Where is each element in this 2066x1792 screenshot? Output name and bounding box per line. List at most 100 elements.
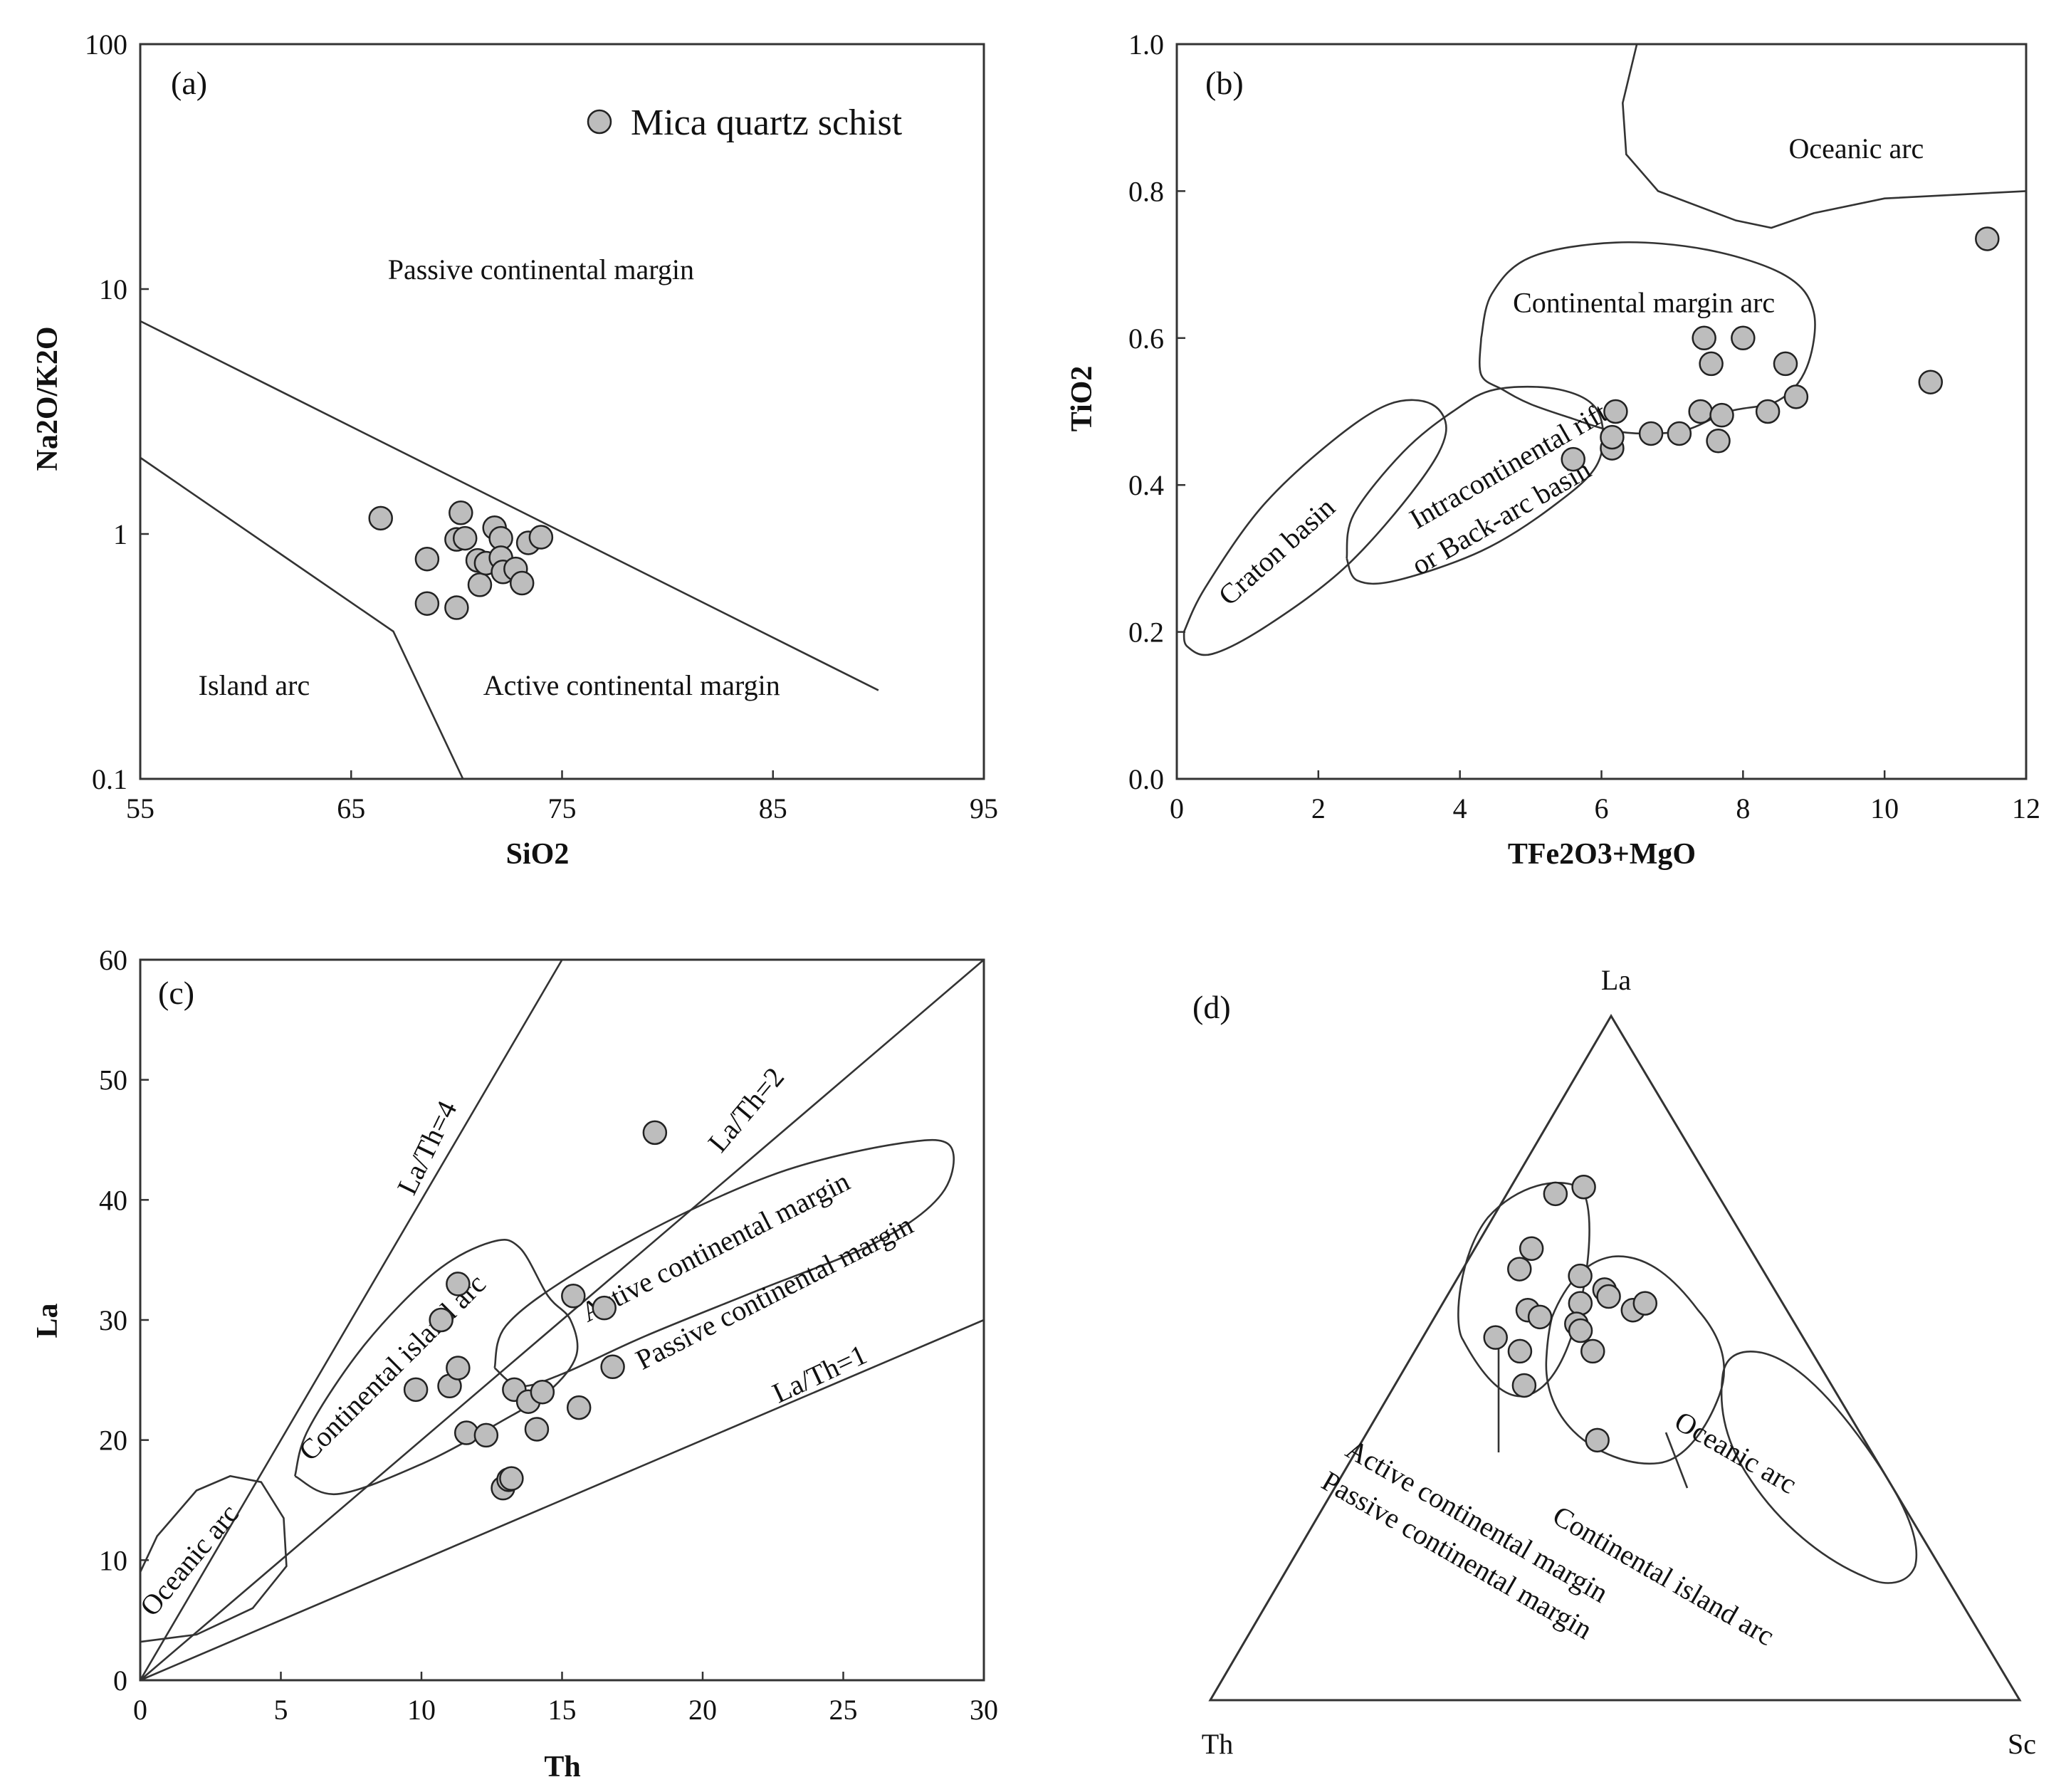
panel-b-y-tick-label: 0.0 [1128,763,1164,795]
panel-c-data-point [429,1307,453,1333]
panel-b-region-label: Oceanic arc [1788,132,1924,164]
panel-b-x-axis-label: TFe2O3+MgO [1508,838,1696,871]
panel-b-boundary-line [1183,399,1447,656]
panel-c-x-tick-label: 30 [970,1694,998,1726]
panel-d-apex-la: La [1601,964,1631,996]
panel-b-region-label: Continental margin arc [1513,287,1775,319]
panel-b-data-point [1975,226,2000,251]
panel-c-data-point [446,1272,471,1296]
panel-c-x-tick-label: 20 [688,1694,717,1726]
panel-c-data-point [446,1356,471,1380]
panel-d-active-passive-field [1457,1182,1590,1398]
panel-c-data-point [499,1466,524,1491]
panel-c-x-tick-label: 15 [548,1694,577,1726]
panel-c-y-axis-label: La [31,1303,64,1338]
panel-a-y-tick-label: 1 [113,518,127,550]
panel-c-y-tick-label: 60 [99,944,127,976]
panel-d-data-point [1585,1427,1610,1453]
panel-c-region-label: Oceanic arc [133,1498,245,1622]
panel-c-data-point [561,1284,586,1309]
panel-b-x-tick-label: 6 [1595,792,1609,824]
panel-b-y-tick-label: 1.0 [1128,28,1164,61]
panel-b-x-tick-label: 0 [1170,792,1184,824]
panel-b-x-tick-label: 2 [1311,792,1326,824]
panel-a-data-points [368,501,554,620]
panel-b-boundary-line [1479,241,1816,435]
panel-d-tag: (d) [1192,989,1231,1025]
panel-d-data-point [1596,1284,1621,1309]
panel-c-ratio-line [140,959,985,1681]
panel-c-ratio-line [139,959,563,1681]
panel-c-boundary-line [493,1138,955,1388]
panel-d-data-point [1483,1325,1508,1350]
panel-d-data-point [1580,1338,1605,1364]
panel-b-y-tick-label: 0.8 [1128,175,1164,207]
panel-c-data-point [592,1295,617,1321]
panel-c-data-point [473,1422,499,1448]
panel-c-x-tick-label: 0 [133,1694,147,1726]
panel-d-leader-line-island-arc [1664,1432,1689,1489]
panel-a-data-point [368,505,393,531]
panel-b-y-tick-label: 0.6 [1128,323,1164,355]
panel-b-data-point [1638,421,1664,446]
panel-c-y-tick-label: 50 [99,1064,127,1096]
panel-a-boundaries [140,320,879,780]
panel-c-x-axis-label: Th [544,1751,580,1783]
panel-c-data-point [600,1354,625,1380]
panel-a-x-axis-label: SiO2 [506,838,570,871]
panel-b-data-point [1600,424,1625,450]
panel-a-x-tick-label: 55 [126,792,154,824]
panel-c-boundary-line [139,1474,288,1643]
panel-d-data-point [1507,1257,1532,1282]
panel-d-data-point [1511,1373,1537,1398]
panel-b-data-point [1709,402,1734,428]
panel-b-x-tick-label: 8 [1736,792,1750,824]
panel-c-y-tick-label: 10 [99,1544,127,1576]
panel-c-data-point [524,1417,550,1442]
panel-d-data-points [1483,1175,1658,1453]
panel-c-y-tick-label: 30 [99,1304,127,1336]
panel-a-data-point [414,546,440,572]
panel-b-data-point [1731,325,1756,351]
panel-c-y-tick-label: 20 [99,1425,127,1457]
panel-b-boundary-line [1346,385,1605,585]
panel-d-oceanic-arc-field [1720,1351,1918,1584]
panel-a-data-point [452,525,478,551]
panel-b-data-point [1667,421,1692,446]
panel-a-x-tick-label: 85 [759,792,787,824]
panel-b-x-tick-label: 4 [1453,792,1467,824]
panel-b-y-tick-label: 0.2 [1128,617,1164,649]
panel-b-data-points [1561,226,2000,472]
panel-b-data-point [1699,351,1724,377]
panel-b-tag: (b) [1205,65,1244,101]
panel-a-y-axis-label: Na2O/K2O [31,326,64,471]
panel-b-data-point [1561,446,1585,472]
panel-d-data-point [1507,1338,1533,1364]
panel-d-ternary-triangle [1208,1014,2022,1702]
panel-d-data-point [1571,1175,1596,1200]
panel-c-x-tick-label: 5 [274,1694,288,1726]
panel-b-data-point [1783,384,1809,409]
panel-a-x-tick-label: 75 [548,792,577,824]
panel-a-plot-frame [139,43,985,780]
panel-b-boundary-line [1622,43,2027,229]
panel-c-data-point [566,1395,592,1420]
panel-c-x-tick-label: 10 [407,1694,436,1726]
panel-a-data-point [449,501,473,525]
panel-d-data-point [1568,1263,1593,1289]
panel-c-boundaries [139,1138,955,1643]
legend-marker [587,109,612,135]
panel-b-data-point [1706,429,1731,454]
panel-d-region-label: Oceanic arc [1669,1405,1803,1500]
panel-c-tag: (c) [158,975,194,1011]
panel-b-data-point [1692,325,1716,351]
